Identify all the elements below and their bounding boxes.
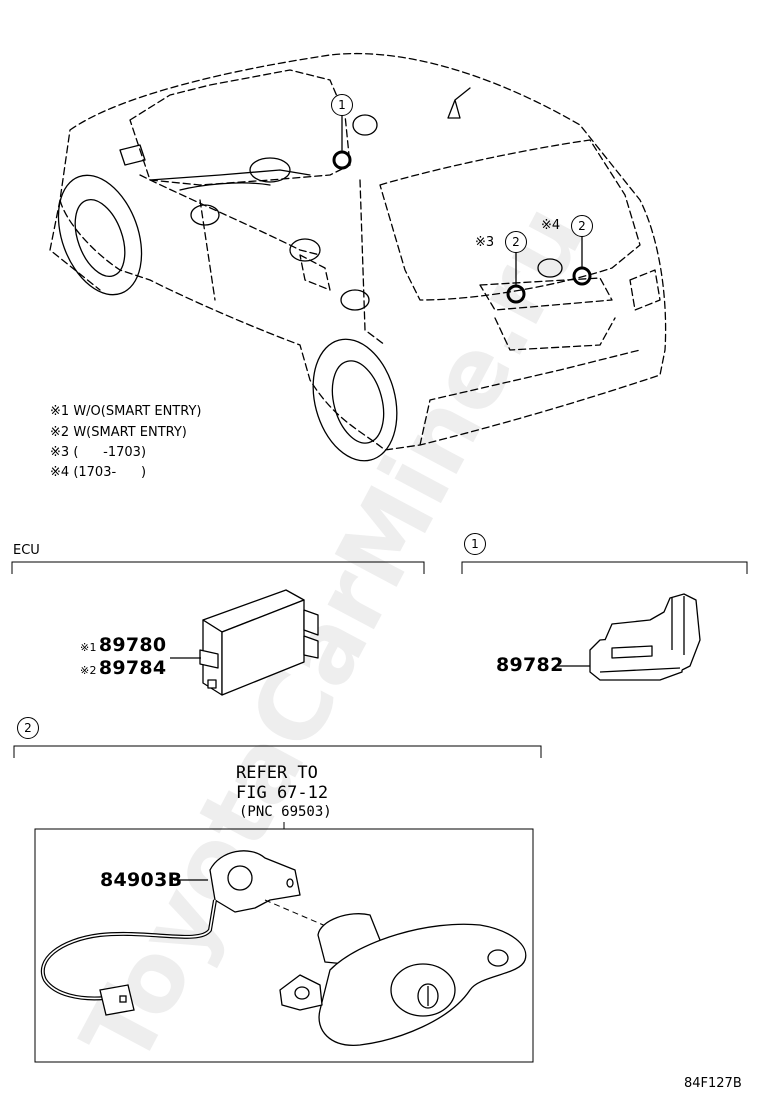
switch-harness: [41, 899, 217, 1001]
section-2-bracket: [13, 745, 542, 758]
callout-2a: 2: [505, 231, 527, 253]
note-4-mark: ※4: [50, 465, 70, 480]
location-ring-2a: [506, 284, 526, 304]
part-89780-mark: ※1: [80, 641, 97, 654]
note-1-text: W/O(SMART ENTRY): [73, 404, 202, 419]
section-1-number: 1: [464, 533, 486, 555]
switch-drawing: [209, 850, 301, 913]
note-2-text: W(SMART ENTRY): [73, 425, 187, 440]
location-ring-2b: [572, 266, 592, 286]
note-2: ※2 W(SMART ENTRY): [50, 426, 187, 439]
interior-sketch: [119, 87, 563, 311]
rear-wheel: [312, 338, 398, 462]
callout-note-3: ※3: [475, 235, 495, 250]
note-1-mark: ※1: [50, 404, 70, 419]
section-2-number: 2: [17, 717, 39, 739]
note-2-mark: ※2: [50, 425, 70, 440]
note-4: ※4 (1703- ): [50, 466, 146, 479]
note-1: ※1 W/O(SMART ENTRY): [50, 405, 201, 418]
refer-line-3[interactable]: (PNC 69503): [239, 804, 332, 820]
front-wheel: [57, 174, 143, 296]
note-3-text: ( -1703): [73, 445, 147, 460]
car-illustration: [49, 52, 667, 451]
section-1-bracket: [461, 561, 748, 574]
callout-2b: 2: [571, 215, 593, 237]
refer-line-1[interactable]: REFER TO: [236, 763, 318, 783]
callout-1: 1: [331, 94, 353, 116]
part-89784-number[interactable]: 89784: [98, 657, 167, 679]
callout-note-4: ※4: [541, 218, 561, 233]
lock-cylinder-drawing: [279, 913, 527, 1046]
location-ring-1: [332, 150, 352, 170]
note-4-text: (1703- ): [73, 465, 147, 480]
part-number-84903B[interactable]: 84903B: [100, 869, 183, 891]
ecu-section-title: ECU: [13, 543, 40, 558]
note-3-mark: ※3: [50, 445, 70, 460]
part-89780-number[interactable]: 89780: [98, 634, 167, 656]
part-89784-mark: ※2: [80, 664, 97, 677]
ecu-module-drawing: [199, 589, 319, 696]
ecu-bracket: [11, 561, 425, 574]
harness-connector: [99, 984, 135, 1016]
diagram-code: 84F127B: [684, 1076, 742, 1091]
sensor-drawing: [589, 593, 701, 681]
part-number-89782[interactable]: 89782: [496, 654, 564, 676]
note-3: ※3 ( -1703): [50, 446, 146, 459]
refer-line-2[interactable]: FIG 67-12: [236, 783, 329, 803]
